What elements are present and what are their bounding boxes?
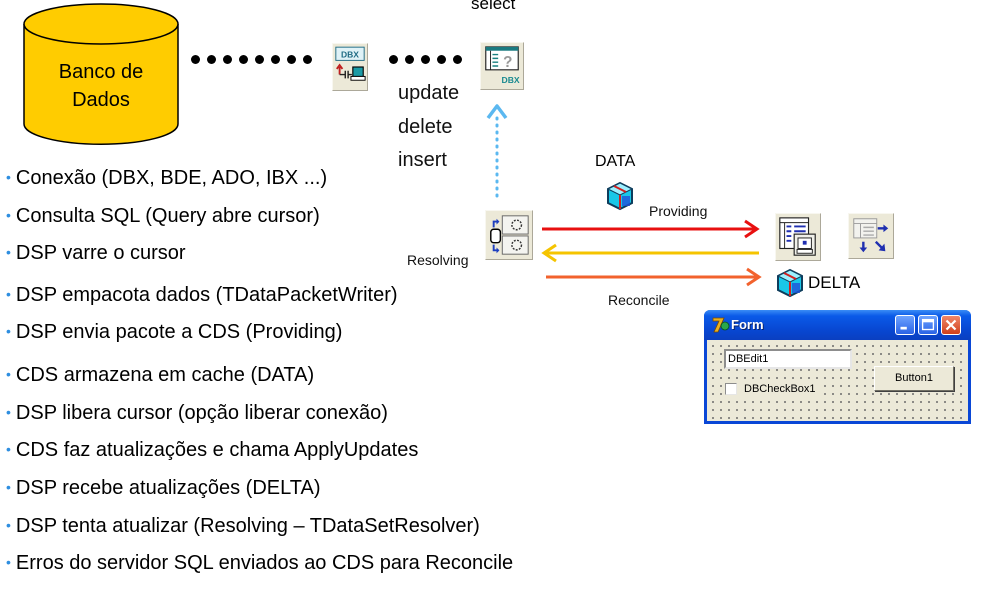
delta-label: DELTA: [808, 273, 861, 292]
data-packet-icon: [606, 181, 634, 211]
list-item: •DSP tenta atualizar (Resolving – TDataS…: [6, 515, 480, 537]
form-design-surface: DBEdit1 DBCheckBox1 Button1: [707, 340, 968, 421]
delete-label: delete: [398, 116, 453, 138]
close-icon: [945, 319, 957, 331]
dbx-caption: DBX: [502, 75, 520, 85]
bullet-icon: •: [6, 554, 11, 570]
dataset-provider-icon[interactable]: [485, 210, 533, 260]
bullet-icon: •: [6, 207, 11, 223]
dbcheckbox1-label: DBCheckBox1: [744, 383, 816, 395]
resolving-label: Resolving: [407, 252, 469, 268]
dbx-sql-query-icon[interactable]: ? DBX: [480, 42, 524, 90]
bullet-icon: •: [6, 441, 11, 457]
list-item: •CDS armazena em cache (DATA): [6, 364, 315, 386]
list-item: •Consulta SQL (Query abre cursor): [6, 205, 320, 227]
bullet-icon: •: [6, 366, 11, 382]
list-item: •DSP libera cursor (opção liberar conexã…: [6, 402, 388, 424]
dbcheckbox1-box[interactable]: [725, 383, 737, 395]
dotted-connector-db-to-connection: [191, 55, 319, 64]
client-dataset-icon[interactable]: [775, 213, 821, 261]
providing-arrow: [542, 219, 760, 239]
svg-text:?: ?: [503, 54, 512, 71]
resolving-arrow: [541, 243, 759, 263]
insert-label: insert: [398, 149, 447, 171]
maximize-button[interactable]: [918, 315, 938, 335]
update-label: update: [398, 82, 460, 104]
bullet-icon: •: [6, 169, 11, 185]
database-label-line1: Banco de: [58, 61, 144, 83]
maximize-icon: [921, 318, 935, 331]
form-title: Form: [731, 317, 764, 332]
bullet-icon: •: [6, 244, 11, 260]
data-source-icon[interactable]: [848, 213, 894, 259]
bullet-icon: •: [6, 517, 11, 533]
form-window: Form DBEdit1 DBCheckBox1 Button1: [704, 310, 971, 424]
bullet-icon: •: [6, 323, 11, 339]
list-item: •Erros do servidor SQL enviados ao CDS p…: [6, 552, 514, 574]
list-item: •Conexão (DBX, BDE, ADO, IBX ...): [6, 167, 328, 189]
database-label: Banco de Dados: [22, 58, 180, 114]
dbx-sql-connection-icon[interactable]: DBX: [332, 43, 368, 91]
data-label: DATA: [595, 153, 636, 170]
list-item: •CDS faz atualizações e chama ApplyUpdat…: [6, 439, 419, 461]
bullet-icon: •: [6, 479, 11, 495]
bullet-icon: •: [6, 404, 11, 420]
database-label-line2: Dados: [72, 89, 130, 111]
list-item: •DSP recebe atualizações (DELTA): [6, 477, 321, 499]
dbx-caption: DBX: [341, 50, 359, 60]
close-button[interactable]: [941, 315, 961, 335]
database-cylinder: [23, 3, 179, 146]
list-item: •DSP empacota dados (TDataPacketWriter): [6, 284, 398, 306]
reconcile-arrow: [546, 267, 762, 287]
update-arrow: [486, 104, 508, 198]
delta-packet-icon: [776, 268, 804, 298]
dbedit1-input[interactable]: DBEdit1: [724, 349, 852, 369]
minimize-button[interactable]: [895, 315, 915, 335]
list-item: •DSP varre o cursor: [6, 242, 186, 264]
dotted-connector-connection-to-query: [389, 55, 469, 64]
bullet-icon: •: [6, 286, 11, 302]
button1[interactable]: Button1: [874, 366, 954, 391]
select-label: select: [471, 0, 516, 13]
providing-label: Providing: [649, 203, 708, 219]
minimize-icon: [900, 326, 907, 330]
form-titlebar[interactable]: Form: [704, 310, 971, 340]
reconcile-label: Reconcile: [608, 292, 670, 308]
list-item: •DSP envia pacote a CDS (Providing): [6, 321, 343, 343]
dbcheckbox1[interactable]: DBCheckBox1: [725, 383, 820, 395]
delphi-logo-icon: [712, 317, 730, 333]
